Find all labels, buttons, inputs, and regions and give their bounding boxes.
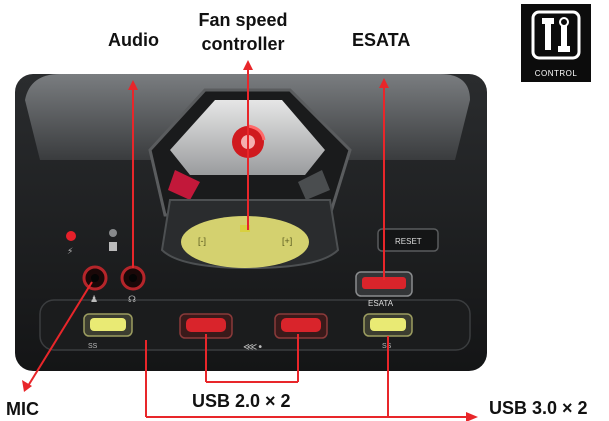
audio-arrowhead (128, 80, 138, 90)
panel-bottom-ridge (39, 299, 471, 351)
usb3-port-right (363, 313, 413, 337)
hdd-led-icon (109, 242, 117, 251)
mic-arrowhead (22, 380, 32, 392)
fan-arrowhead (243, 60, 253, 70)
control-logo-text: CONTROL (534, 69, 578, 78)
usb3-label: USB 3.0 × 2 (489, 398, 588, 418)
usb3-tag-left: SS (88, 343, 98, 350)
fan-control-highlight (181, 216, 309, 268)
power-led (66, 231, 76, 241)
headphone-jack-icon: ☊ (128, 295, 136, 305)
audio-label: Audio (108, 30, 159, 50)
tools-icon (531, 10, 581, 60)
fan-speed-label-line2: controller (201, 34, 285, 54)
power-led-icon: ⚡ (67, 247, 73, 257)
fan-indicator-icon (240, 225, 250, 232)
mic-jack-icon: ♟ (90, 295, 98, 305)
fan-speed-label: Fan speed controller (178, 8, 308, 56)
usb3-tag-right: SS (382, 343, 392, 350)
left-led-strip (168, 170, 200, 200)
esata-port (362, 277, 406, 289)
usb-symbol-icon: ⋘• (243, 342, 263, 353)
callout-lines (22, 60, 478, 421)
fan-speed-label-line1: Fan speed (198, 10, 288, 30)
usb2-port-right (274, 313, 328, 339)
esata-port-label: ESATA (368, 299, 394, 308)
control-logo: CONTROL (521, 4, 591, 82)
fan-plus-label: [+] (282, 236, 292, 246)
mic-jack (82, 265, 108, 291)
usb3-port-left (83, 313, 133, 337)
reset-label: RESET (395, 237, 422, 246)
mic-label: MIC (6, 399, 39, 419)
esata-arrowhead (379, 78, 389, 88)
fan-minus-label: [-] (198, 236, 206, 246)
headphone-jack (120, 265, 146, 291)
usb2-label: USB 2.0 × 2 (192, 391, 291, 411)
mic-arrow (27, 281, 93, 387)
reset-button (377, 228, 439, 252)
right-led-strip (298, 170, 330, 200)
esata-label: ESATA (352, 30, 411, 50)
usb3-arrowhead (466, 412, 478, 421)
hdd-led (109, 229, 117, 237)
